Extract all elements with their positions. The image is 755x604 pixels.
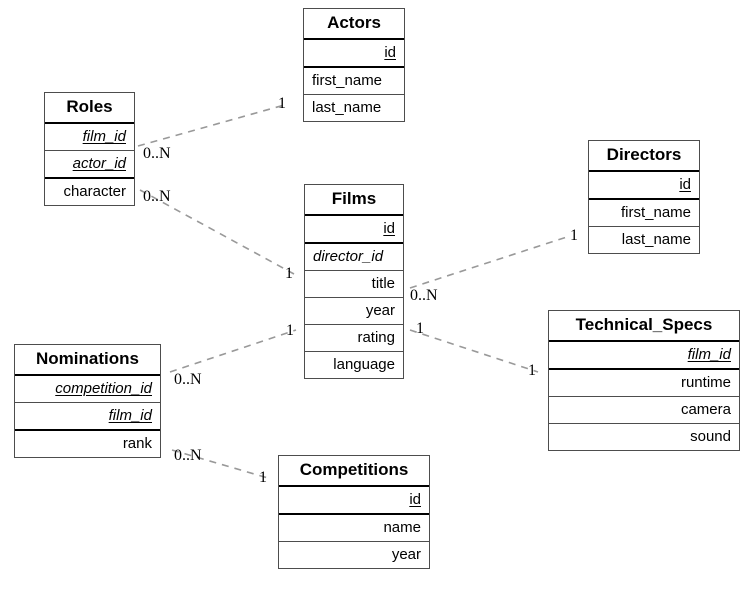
attribute-row[interactable]: character [45, 179, 134, 205]
relationship-edge-roles-actors [137, 103, 289, 147]
attribute-row[interactable]: id [304, 40, 404, 68]
cardinality-label-nominations-films-from: 0..N [174, 371, 202, 388]
attribute-label-actors-last_name: last_name [312, 98, 382, 116]
cardinality-label-roles-actors-from: 0..N [143, 145, 171, 162]
attribute-row[interactable]: director_id [305, 244, 403, 271]
attribute-label-directors-first_name: first_name [620, 203, 691, 221]
attribute-label-technical_specs-camera: camera [680, 400, 731, 418]
attribute-row[interactable]: year [279, 542, 429, 568]
entity-title-technical_specs: Technical_Specs [549, 311, 739, 342]
entity-title-actors: Actors [304, 9, 404, 40]
attribute-row[interactable]: rank [15, 431, 160, 457]
attribute-label-nominations-competition_id: competition_id [55, 379, 152, 397]
attribute-label-actors-first_name: first_name [312, 71, 383, 89]
entity-title-films: Films [305, 185, 403, 216]
attribute-row[interactable]: first_name [589, 200, 699, 227]
attribute-row[interactable]: title [305, 271, 403, 298]
attribute-label-films-id: id [383, 219, 395, 237]
attribute-label-nominations-film_id: film_id [108, 406, 152, 424]
attribute-row[interactable]: last_name [589, 227, 699, 253]
attribute-label-competitions-year: year [391, 545, 421, 563]
entity-title-directors: Directors [589, 141, 699, 172]
attribute-row[interactable]: competition_id [15, 376, 160, 403]
cardinality-label-roles-actors-to: 1 [278, 95, 286, 112]
attribute-label-roles-character: character [63, 182, 126, 200]
attribute-row[interactable]: id [305, 216, 403, 244]
attribute-label-nominations-rank: rank [122, 434, 152, 452]
attribute-label-films-title: title [371, 274, 395, 292]
attribute-row[interactable]: name [279, 515, 429, 542]
attribute-row[interactable]: actor_id [45, 151, 134, 179]
attribute-label-directors-last_name: last_name [621, 230, 691, 248]
attribute-row[interactable]: film_id [549, 342, 739, 370]
attribute-label-films-rating: rating [357, 328, 395, 346]
attribute-label-technical_specs-runtime: runtime [680, 373, 731, 391]
cardinality-label-roles-films-to: 1 [285, 265, 293, 282]
entity-title-nominations: Nominations [15, 345, 160, 376]
cardinality-label-nominations-competitions-to: 1 [259, 469, 267, 486]
attribute-label-films-language: language [333, 355, 395, 373]
attribute-row[interactable]: rating [305, 325, 403, 352]
cardinality-label-nominations-films-to: 1 [286, 322, 294, 339]
attribute-label-competitions-id: id [409, 490, 421, 508]
attribute-row[interactable]: year [305, 298, 403, 325]
attribute-label-directors-id: id [679, 175, 691, 193]
attribute-row[interactable]: id [279, 487, 429, 515]
entity-title-roles: Roles [45, 93, 134, 124]
attribute-label-technical_specs-sound: sound [690, 427, 731, 445]
relationship-edge-films-technical_specs [409, 329, 539, 373]
attribute-row[interactable]: runtime [549, 370, 739, 397]
cardinality-label-nominations-competitions-from: 0..N [174, 447, 202, 464]
relationship-edge-films-directors [409, 235, 571, 289]
attribute-label-roles-actor_id: actor_id [72, 154, 126, 172]
attribute-row[interactable]: sound [549, 424, 739, 450]
attribute-label-actors-id: id [384, 43, 396, 61]
attribute-row[interactable]: camera [549, 397, 739, 424]
cardinality-label-films-technical_specs-to: 1 [528, 362, 536, 379]
attribute-label-technical_specs-film_id: film_id [687, 345, 731, 363]
cardinality-label-films-technical_specs-from: 1 [416, 320, 424, 337]
attribute-row[interactable]: language [305, 352, 403, 378]
attribute-label-films-director_id: director_id [313, 247, 384, 265]
cardinality-label-films-directors-to: 1 [570, 227, 578, 244]
attribute-row[interactable]: film_id [15, 403, 160, 431]
attribute-label-roles-film_id: film_id [82, 127, 126, 145]
attribute-label-competitions-name: name [383, 518, 421, 536]
cardinality-label-roles-films-from: 0..N [143, 188, 171, 205]
attribute-row[interactable]: first_name [304, 68, 404, 95]
attribute-row[interactable]: film_id [45, 124, 134, 151]
relationship-edge-nominations-films [169, 329, 297, 373]
attribute-row[interactable]: id [589, 172, 699, 200]
entity-directors[interactable]: Directors id first_name last_name [588, 140, 700, 254]
attribute-label-films-year: year [365, 301, 395, 319]
attribute-row[interactable]: last_name [304, 95, 404, 121]
entity-competitions[interactable]: Competitions id name year [278, 455, 430, 569]
cardinality-label-films-directors-from: 0..N [410, 287, 438, 304]
entity-title-competitions: Competitions [279, 456, 429, 487]
entity-roles[interactable]: Roles film_id actor_id character [44, 92, 135, 206]
